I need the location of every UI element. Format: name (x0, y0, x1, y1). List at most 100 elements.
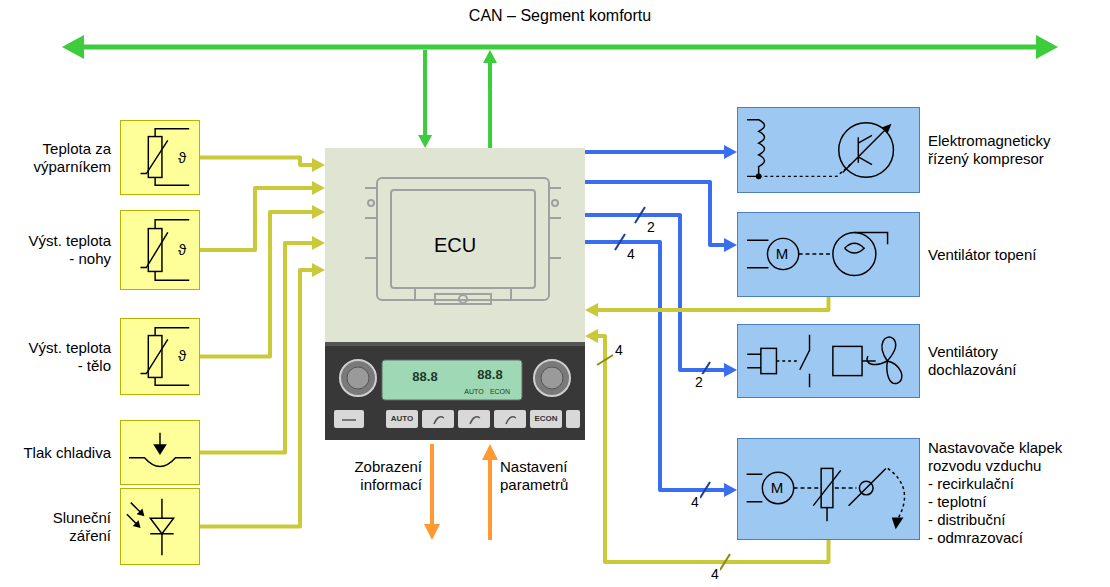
thermistor-symbol (121, 121, 199, 194)
connector (585, 145, 737, 159)
can-bus-line (62, 35, 1058, 59)
info-arrows-part (488, 458, 492, 540)
flap-actuator-symbol-part-part (888, 468, 905, 519)
connector-line (200, 270, 314, 527)
connector-line (488, 61, 492, 148)
actuator-box: Ventilátor topení (737, 212, 920, 297)
actuator-box: Nastavovače klapek rozvodu vzduchu- reci… (737, 438, 920, 540)
blower-motor-symbol-part (747, 233, 888, 276)
arrowhead (312, 181, 325, 195)
flap-actuator-symbol-part (747, 468, 905, 521)
flap-actuator-symbol-part-part (813, 470, 840, 521)
thermistor-symbol-part-part (148, 336, 162, 378)
flap-actuator-symbol-part-part (747, 474, 763, 501)
info-arrows (424, 444, 498, 540)
node-label: ECU (434, 233, 476, 257)
thermistor-symbol-part-part (141, 220, 190, 280)
arrowhead (724, 145, 737, 159)
cooling-fan-relay-symbol-part (747, 335, 902, 388)
bus-slash-part (597, 355, 613, 365)
control-panel-part (386, 410, 418, 428)
connector (200, 158, 325, 173)
control-panel-part (458, 410, 490, 428)
pressure-sensor-symbol-part (153, 444, 167, 455)
temperature-symbol: ϑ (178, 241, 186, 259)
cooling-fan-relay-symbol-part-part (867, 337, 902, 383)
connector (483, 50, 497, 148)
ecu-bracket-part-part (365, 188, 561, 258)
photodiode-symbol-part (127, 499, 174, 555)
motor-letter: M (776, 245, 789, 263)
compressor-symbol-part-part (747, 120, 765, 177)
photodiode-symbol-part (133, 520, 141, 528)
display-digits: 88.8 (477, 367, 502, 383)
compressor-symbol-part-part (759, 163, 853, 177)
bus-slash (615, 207, 710, 498)
cooling-fan-relay-symbol (738, 325, 919, 397)
control-panel-part (530, 410, 562, 428)
connector-line (423, 50, 427, 137)
info-arrows-part (424, 524, 440, 540)
control-unit-box: ECU (325, 148, 585, 342)
bus-slash-part (700, 482, 710, 498)
bus-width-number: 2 (694, 374, 704, 391)
can-bus-line-part (62, 35, 84, 59)
compressor-symbol-part (756, 173, 762, 179)
thermistor-symbol-part-part (148, 137, 162, 178)
bus-slash (597, 355, 730, 570)
can-bus-line-part (1036, 35, 1058, 59)
control-panel (325, 342, 585, 440)
info-arrows-part (482, 444, 498, 460)
node-label: Výst. teplota - tělo (21, 339, 111, 375)
connector (418, 50, 432, 148)
control-panel-part (541, 367, 563, 389)
ecu-bracket-part-part (377, 178, 549, 300)
blower-motor-symbol-part-part (747, 240, 768, 267)
pressure-sensor-symbol-part-part (129, 458, 191, 467)
sensor-box: Výst. teplota - nohy (120, 210, 200, 290)
connector-line (200, 188, 314, 250)
display-text: ECON (490, 388, 510, 396)
bus-width-number: 2 (646, 219, 656, 236)
arrowhead (724, 238, 737, 252)
node-label: Nastavovače klapek rozvodu vzduchu (928, 439, 1080, 475)
flap-actuator-symbol-part-part (849, 468, 886, 505)
sensor-box: Výst. teplota - tělo (120, 318, 200, 395)
arrowhead (724, 363, 737, 377)
ecu-bracket-part-part (368, 200, 374, 206)
connector (200, 181, 325, 250)
thermistor-symbol-part-part (141, 328, 190, 385)
photodiode-symbol-part (137, 508, 145, 516)
bus-width-number: 4 (710, 566, 720, 583)
arrowhead (724, 483, 737, 497)
connector-line (596, 297, 829, 310)
blower-motor-symbol-part-part (799, 253, 831, 254)
compressor-symbol-part (747, 120, 894, 178)
flap-actuator-symbol-part (892, 517, 904, 529)
blower-motor-symbol-part-part (854, 233, 887, 245)
thermistor-symbol-part (141, 328, 190, 385)
list-item: - odmrazovací (928, 529, 1080, 547)
thermistor-symbol (121, 211, 199, 289)
connector-line (200, 158, 314, 166)
bus-band: CAN – Segment komfortu (60, 6, 1060, 50)
button-text: AUTO (391, 414, 414, 424)
control-panel-part (347, 367, 369, 389)
connector-line (200, 212, 314, 357)
sensor-box: Tlak chladiva (120, 420, 200, 485)
control-panel-part (325, 342, 585, 346)
arrowhead (312, 205, 325, 219)
ecu-bracket-part (365, 178, 561, 304)
sensor-box: Teplota za výparníkem (120, 120, 200, 195)
pressure-sensor-symbol-part (129, 433, 191, 467)
temperature-symbol: ϑ (178, 149, 186, 167)
list-item: - teplotní (928, 493, 1080, 511)
node-label: Výst. teplota - nohy (21, 232, 111, 268)
node-label: Teplota za výparníkem (21, 140, 111, 176)
motor-letter: M (771, 479, 784, 497)
compressor-symbol-part (882, 124, 892, 134)
thermistor-symbol-part-part (141, 129, 190, 185)
